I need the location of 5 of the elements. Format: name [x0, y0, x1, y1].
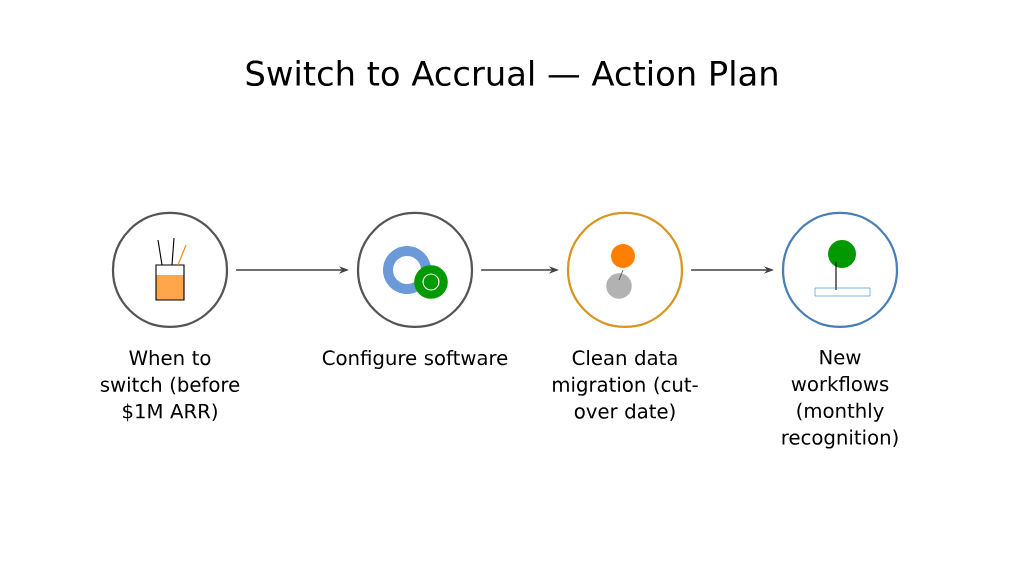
step-label: Configure software: [322, 349, 508, 369]
title: Switch to Accrual — Action Plan: [246, 59, 777, 87]
step-label: New workflows (monthly recognition): [782, 349, 898, 449]
step-label: Clean data migration (cut-over date): [553, 349, 698, 421]
step-label: When to switch (before $1M ARR): [100, 349, 240, 422]
